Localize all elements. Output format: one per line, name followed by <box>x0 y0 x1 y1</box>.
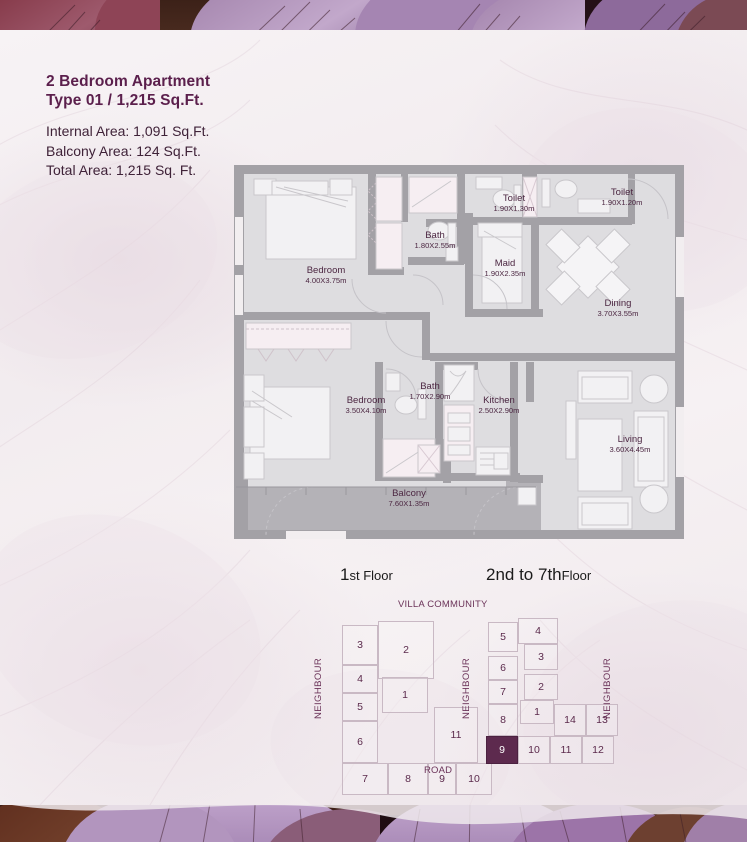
title-block: 2 Bedroom Apartment Type 01 / 1,215 Sq.F… <box>46 72 210 181</box>
leaf-watermark <box>0 39 747 805</box>
key-plan-unit-5[interactable]: 5 <box>342 693 378 721</box>
key-plan-unit-4[interactable]: 4 <box>342 665 378 693</box>
apartment-type-title: 2 Bedroom Apartment <box>46 73 211 90</box>
key-plan-unit-8[interactable]: 8 <box>388 763 428 795</box>
key-plan-unit-3[interactable]: 3 <box>342 625 378 665</box>
furniture <box>243 176 669 530</box>
apartment-type-subtitle: Type 01 / 1,215 Sq.Ft. <box>46 92 204 109</box>
key-plan-unit-3[interactable]: 3 <box>524 644 558 670</box>
key-plan-unit-4[interactable]: 4 <box>518 618 558 644</box>
key-plan-unit-14[interactable]: 14 <box>554 704 586 736</box>
key-plan-unit-11[interactable]: 11 <box>434 707 478 763</box>
key-plan-unit-1[interactable]: 1 <box>520 700 554 724</box>
key-plan-unit-2[interactable]: 2 <box>378 621 434 679</box>
floor-heading-1st-small: st Floor <box>349 568 393 583</box>
area-summary: Internal Area: 1,091 Sq.Ft. Balcony Area… <box>46 122 210 181</box>
key-plan-unit-10[interactable]: 10 <box>456 763 492 795</box>
internal-area-text: Internal Area: 1,091 Sq.Ft. <box>46 123 210 139</box>
bottom-leaf-band <box>0 805 747 842</box>
note-neighbour-left: NEIGHBOUR <box>313 657 324 719</box>
balcony-area-text: Balcony Area: 124 Sq.Ft. <box>46 142 201 159</box>
note-road: ROAD <box>424 765 453 776</box>
key-plan-unit-10[interactable]: 10 <box>518 736 550 764</box>
floor-plan-svg <box>234 165 684 539</box>
leaf-photo-top <box>0 0 747 30</box>
key-plan-unit-9[interactable]: 9 <box>428 763 456 795</box>
key-plan-unit-8[interactable]: 8 <box>488 704 518 736</box>
floor-heading-2nd-7th-small: Floor <box>561 568 592 583</box>
floor-heading-2nd-7th-big: 2nd to 7th <box>486 565 562 584</box>
key-plan-unit-6[interactable]: 6 <box>488 656 518 680</box>
door-swings <box>265 178 669 536</box>
leaf-photo-bottom <box>0 805 747 842</box>
floor-heading-1st-big: 1 <box>340 565 350 584</box>
balcony-rail <box>236 486 536 495</box>
note-neighbour-mid: NEIGHBOUR <box>461 657 472 719</box>
key-plan-unit-1[interactable]: 1 <box>382 677 428 713</box>
key-plan-unit-12[interactable]: 12 <box>582 736 614 764</box>
key-plan-unit-7[interactable]: 7 <box>488 680 518 704</box>
floor-heading-2nd-7th: 2nd to 7thFloor <box>486 565 591 585</box>
key-plan-unit-5[interactable]: 5 <box>488 622 518 652</box>
windows <box>235 217 684 539</box>
key-plan-unit-2[interactable]: 2 <box>524 674 558 700</box>
key-plan-unit-13[interactable]: 13 <box>586 704 618 736</box>
key-plan-unit-7[interactable]: 7 <box>342 763 388 795</box>
note-neighbour-right: NEIGHBOUR <box>602 657 613 719</box>
top-leaf-band <box>0 0 747 30</box>
key-plan-unit-9[interactable]: 9 <box>486 736 518 764</box>
key-plan-unit-11[interactable]: 11 <box>550 736 582 764</box>
key-plan-unit-6[interactable]: 6 <box>342 721 378 763</box>
note-villa-community: VILLA COMMUNITY <box>398 599 488 610</box>
floor-heading-1st: 1st Floor <box>340 565 393 585</box>
total-area-text: Total Area: 1,215 Sq. Ft. <box>46 162 197 178</box>
